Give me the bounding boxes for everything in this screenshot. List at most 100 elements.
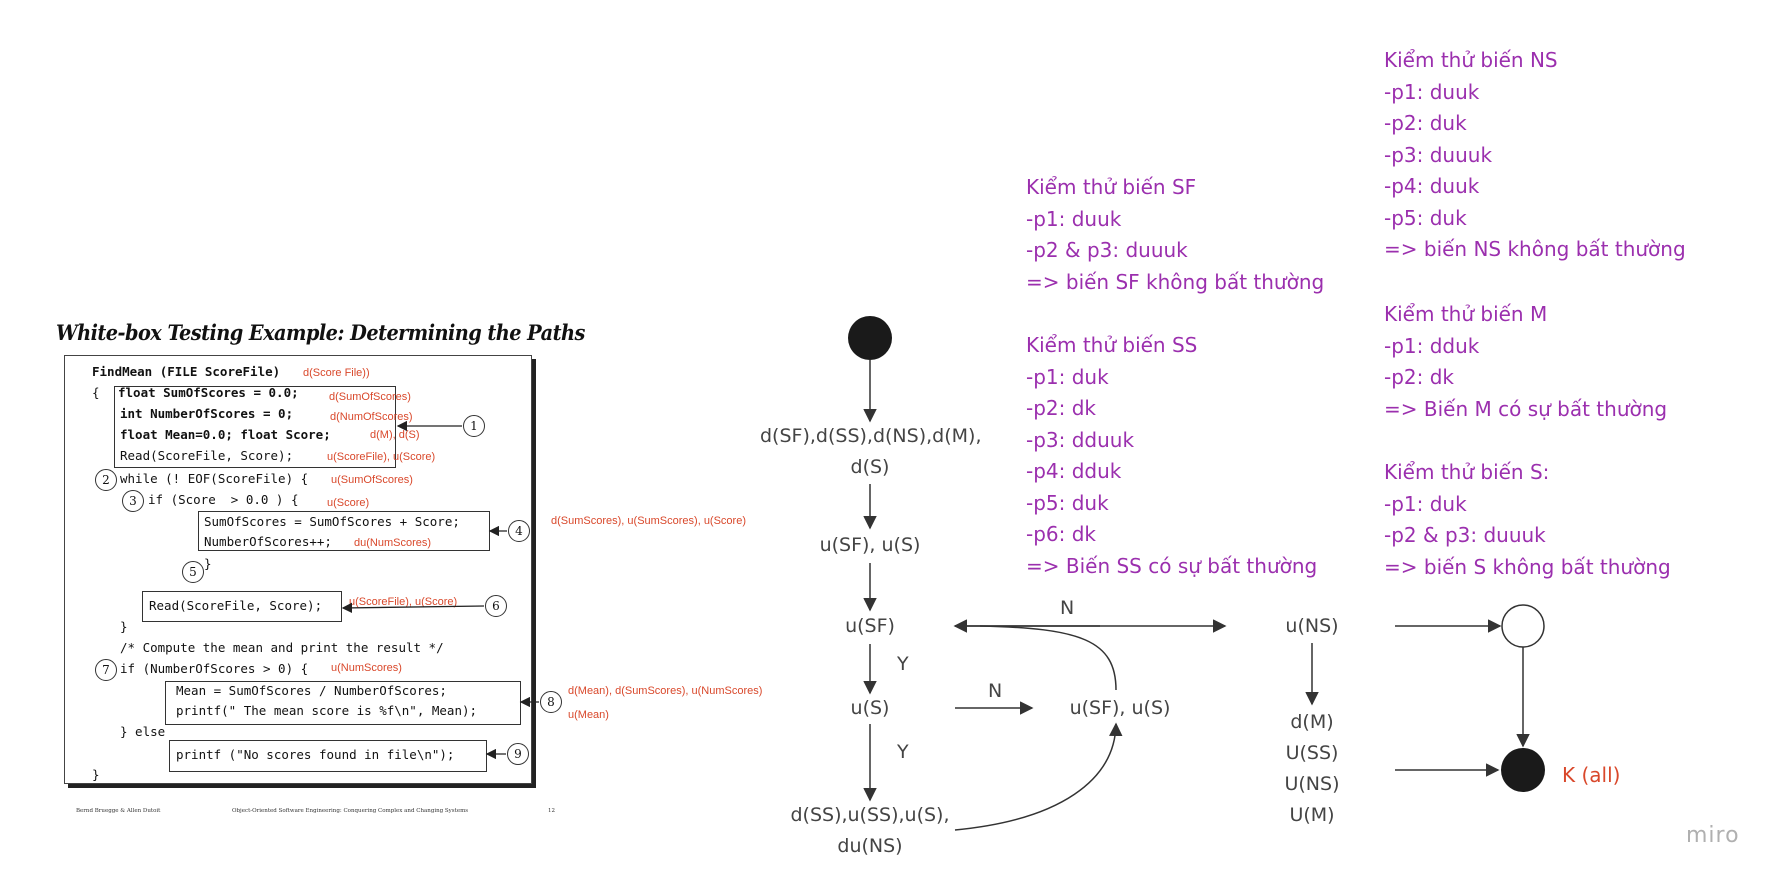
annotation: d(Score File)) (303, 367, 370, 379)
graph-node-loop-body-line1: d(SS),u(SS),u(S), (790, 804, 950, 826)
node-number-circle: 8 (540, 691, 562, 713)
annotation: du(NumScores) (354, 537, 432, 549)
graph-node-mean-line: U(M) (1289, 804, 1335, 826)
annotation: u(Mean) (568, 709, 609, 721)
graph-node-uses: u(SF), u(S) (819, 534, 921, 556)
graph-node-read: u(SF), u(S) (1069, 697, 1171, 719)
edge-label-n-top: N (1060, 597, 1075, 619)
start-node (848, 316, 892, 360)
graph-node-mean-line: U(SS) (1285, 742, 1339, 764)
node-number-circle: 3 (122, 490, 144, 512)
note-line: -p1: duk (1026, 364, 1109, 389)
graph-node-defs-line2: d(S) (850, 456, 890, 478)
code-line-15: if (NumberOfScores > 0) { (120, 661, 309, 676)
note-line: -p6: dk (1026, 522, 1097, 546)
code-line-10: NumberOfScores++; (204, 534, 332, 549)
note-line: Kiểm thử biến M (1384, 302, 1548, 326)
notes-ss: Kiểm thử biến SS -p1: duk -p2: dk -p3: d… (1026, 330, 1317, 582)
slide-footer-left: Bernd Bruegge & Allen Dutoit (76, 808, 161, 814)
edge-label-y-lower: Y (897, 741, 909, 763)
code-line-1: FindMean (FILE ScoreFile) (92, 364, 281, 379)
code-line-6: Read(ScoreFile, Score); (120, 448, 294, 463)
code-line-7: while (! EOF(ScoreFile) { (120, 471, 309, 486)
note-line: -p3: duuuk (1384, 142, 1493, 167)
annotation: u(ScoreFile), u(Score) (349, 596, 458, 608)
annotation: u(ScoreFile), u(Score) (327, 451, 436, 463)
node-number-circle: 1 (463, 415, 485, 437)
graph-node-us: u(S) (850, 697, 890, 719)
notes-ns: Kiểm thử biến NS -p1: duuk -p2: duk -p3:… (1384, 45, 1686, 266)
code-line-14: /* Compute the mean and print the result… (120, 640, 444, 655)
code-line-18: } else (120, 724, 166, 739)
node-number-circle: 2 (95, 469, 117, 491)
code-line-17: printf(" The mean score is %f\n", Mean); (176, 703, 478, 718)
note-line: => biến NS không bất thường (1384, 237, 1686, 261)
note-line: Kiểm thử biến S: (1384, 460, 1550, 484)
code-line-8: if (Score > 0.0 ) { (148, 492, 299, 507)
annotation: d(NumOfScores) (330, 411, 413, 423)
edge-label-y-upper: Y (897, 653, 909, 675)
code-line-3: float SumOfScores = 0.0; (118, 385, 299, 400)
note-line: -p2: dk (1026, 396, 1097, 420)
annotation: u(SumOfScores) (331, 474, 413, 486)
graph-node-mean-line: d(M) (1290, 711, 1334, 733)
end-node (1501, 748, 1545, 792)
edge-label-n-mid: N (988, 680, 1003, 702)
note-line: Kiểm thử biến SF (1026, 175, 1197, 199)
note-line: -p2 & p3: duuuk (1384, 523, 1546, 547)
code-line-11: } (204, 556, 212, 571)
note-line: -p1: duk (1384, 491, 1467, 516)
note-line: -p2: duk (1384, 111, 1467, 135)
graph-node-usf: u(SF) (845, 615, 895, 637)
note-line: => Biến M có sự bất thường (1384, 396, 1668, 421)
note-line: Kiểm thử biến NS (1384, 48, 1558, 72)
annotation: d(SumOfScores) (329, 391, 411, 403)
note-line: => biến S không bất thường (1384, 554, 1671, 579)
slide-footer-right: 12 (548, 808, 555, 814)
code-line-16: Mean = SumOfScores / NumberOfScores; (176, 683, 447, 698)
graph-node-loop-body-line2: du(NS) (837, 835, 903, 857)
node-number-circle: 9 (507, 743, 529, 765)
note-line: -p4: dduk (1026, 459, 1122, 483)
annotation: u(Score) (327, 497, 370, 509)
code-line-4: int NumberOfScores = 0; (120, 406, 294, 421)
code-line-9: SumOfScores = SumOfScores + Score; (204, 514, 460, 529)
node-number-circle: 6 (485, 595, 507, 617)
code-line-20: } (92, 767, 100, 782)
miro-watermark-logo: miro (1686, 823, 1740, 848)
notes-sf: Kiểm thử biến SF -p1: duuk -p2 & p3: duu… (1026, 172, 1324, 298)
graph-node-uns: u(NS) (1285, 615, 1339, 637)
annotation: d(Mean), d(SumScores), u(NumScores) (568, 685, 763, 697)
graph-node-loop-body: d(SS),u(SS),u(S), du(NS) (770, 800, 970, 862)
note-line: Kiểm thử biến SS (1026, 333, 1198, 357)
block-box-6 (142, 591, 342, 622)
block-box-1 (114, 386, 396, 468)
code-line-13: } (120, 619, 128, 634)
code-line-2: { (92, 385, 100, 400)
node-number-circle: 4 (508, 520, 530, 542)
annotation: d(M), d(S) (370, 429, 420, 441)
note-line: -p1: duuk (1384, 79, 1480, 104)
note-line: -p1: duuk (1026, 206, 1122, 231)
note-line: -p1: dduk (1384, 333, 1480, 358)
graph-node-mean: d(M) U(SS) U(NS) U(M) (1262, 707, 1362, 831)
note-line: -p2: dk (1384, 365, 1455, 389)
graph-node-defs-line1: d(SF),d(SS),d(NS),d(M), (760, 425, 982, 447)
note-line: -p5: duk (1026, 490, 1109, 515)
slide-footer-center: Object-Oriented Software Engineering: Co… (232, 808, 469, 814)
notes-m: Kiểm thử biến M -p1: dduk -p2: dk => Biế… (1384, 299, 1667, 425)
node-number-circle: 5 (182, 561, 204, 583)
note-line: -p5: duk (1384, 205, 1467, 230)
note-line: -p2 & p3: duuuk (1026, 238, 1188, 262)
end-node-label: K (all) (1562, 763, 1621, 787)
merge-node (1501, 604, 1545, 648)
node-number-circle: 7 (95, 659, 117, 681)
code-line-12: Read(ScoreFile, Score); (149, 598, 323, 613)
note-line: -p4: duuk (1384, 174, 1480, 198)
notes-s: Kiểm thử biến S: -p1: duk -p2 & p3: duuu… (1384, 457, 1671, 583)
note-line: => biến SF không bất thường (1026, 269, 1325, 294)
annotation: u(NumScores) (331, 662, 402, 674)
graph-node-defs: d(SF),d(SS),d(NS),d(M), d(S) (760, 421, 982, 483)
